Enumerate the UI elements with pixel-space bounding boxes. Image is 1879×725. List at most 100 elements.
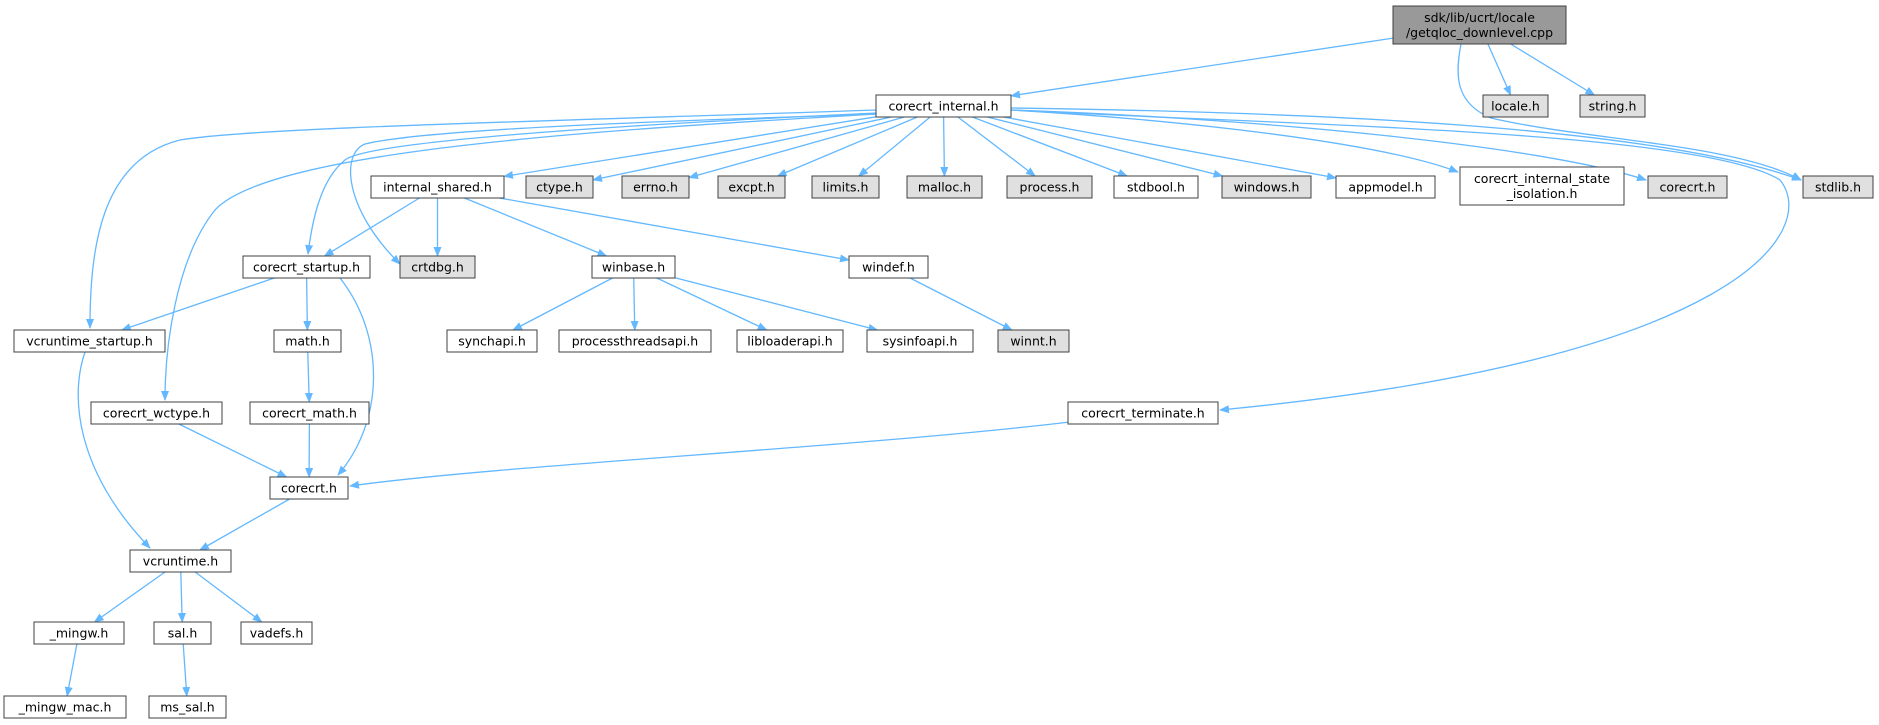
node-sysinfoapi[interactable]: sysinfoapi.h (866, 329, 974, 353)
node-box (370, 175, 505, 199)
edge-corecrt-internal-to-corecrt-wctype (161, 113, 878, 401)
node-box (446, 329, 538, 353)
node-mingw-mac[interactable]: _mingw_mac.h (3, 695, 127, 719)
edge-root-to-stdlib (1457, 43, 1802, 181)
node-box (717, 175, 786, 199)
node-box (591, 255, 676, 279)
node-sal[interactable]: sal.h (153, 621, 212, 645)
node-corecrt-wctype[interactable]: corecrt_wctype.h (90, 401, 223, 425)
node-box (848, 255, 929, 279)
node-box (1067, 401, 1219, 425)
node-limits[interactable]: limits.h (811, 175, 880, 199)
node-winbase[interactable]: winbase.h (591, 255, 676, 279)
node-box (399, 255, 476, 279)
edge-corecrt-startup-to-vcruntime-startup (120, 277, 275, 331)
node-vadefs[interactable]: vadefs.h (240, 621, 313, 645)
edge-vcruntime-to-mingw (93, 571, 166, 623)
edges-layer (64, 37, 1802, 697)
node-corecrt-math[interactable]: corecrt_math.h (249, 401, 370, 425)
node-label: corecrt.h (281, 481, 337, 496)
node-label: sdk/lib/ucrt/locale (1424, 10, 1535, 25)
node-synchapi[interactable]: synchapi.h (446, 329, 538, 353)
node-stdlib[interactable]: stdlib.h (1802, 175, 1874, 199)
node-internal-shared[interactable]: internal_shared.h (370, 175, 505, 199)
node-label: crtdbg.h (411, 260, 464, 275)
node-stdbool[interactable]: stdbool.h (1113, 175, 1199, 199)
node-label: processthreadsapi.h (572, 334, 698, 349)
node-corecrt-internal[interactable]: corecrt_internal.h (875, 94, 1012, 118)
edge-root-to-locale (1487, 43, 1512, 96)
edge-sal-to-ms-sal (182, 643, 191, 697)
node-vcruntime-startup[interactable]: vcruntime_startup.h (13, 329, 166, 353)
node-box (148, 695, 227, 719)
node-corecrt-internal-state[interactable]: corecrt_internal_state_isolation.h (1459, 166, 1625, 206)
node-label: corecrt_wctype.h (103, 406, 210, 421)
node-label: internal_shared.h (383, 180, 492, 195)
node-mingw[interactable]: _mingw.h (33, 621, 125, 645)
node-box (90, 401, 223, 425)
edge-corecrt-internal-to-errno (688, 116, 905, 180)
node-crtdbg[interactable]: crtdbg.h (399, 255, 476, 279)
node-errno[interactable]: errno.h (621, 175, 690, 199)
node-label: winbase.h (602, 260, 665, 275)
edge-corecrt-internal-to-corecrt-internal-state (1010, 109, 1459, 173)
node-vcruntime[interactable]: vcruntime.h (129, 549, 232, 573)
node-label: limits.h (823, 180, 869, 195)
node-ms-sal[interactable]: ms_sal.h (148, 695, 227, 719)
node-label: ms_sal.h (160, 700, 214, 715)
node-windef[interactable]: windef.h (848, 255, 929, 279)
node-label: vadefs.h (250, 626, 304, 641)
node-corecrt-ext[interactable]: corecrt.h (1647, 175, 1728, 199)
node-label: corecrt_startup.h (253, 260, 360, 275)
node-label: windef.h (862, 260, 915, 275)
node-processthreadsapi[interactable]: processthreadsapi.h (558, 329, 712, 353)
node-label: _isolation.h (1506, 186, 1578, 201)
edge-corecrt-internal-to-stdlib (1010, 107, 1802, 181)
node-label: locale.h (1491, 99, 1540, 114)
node-ctype[interactable]: ctype.h (525, 175, 594, 199)
edge-mingw-to-mingw-mac (64, 643, 78, 697)
node-appmodel[interactable]: appmodel.h (1335, 175, 1436, 199)
node-locale[interactable]: locale.h (1482, 94, 1549, 118)
node-malloc[interactable]: malloc.h (906, 175, 983, 199)
node-winnt[interactable]: winnt.h (997, 329, 1070, 353)
edge-winbase-to-synchapi (512, 277, 613, 331)
edge-corecrt-internal-to-appmodel (1003, 116, 1337, 181)
edge-math-to-corecrt-math (304, 351, 313, 403)
node-box (1579, 94, 1646, 118)
node-box (1459, 166, 1625, 206)
node-libloaderapi[interactable]: libloaderapi.h (736, 329, 844, 353)
node-corecrt[interactable]: corecrt.h (269, 476, 349, 500)
edge-corecrt-wctype-to-corecrt (178, 423, 288, 478)
node-label: vcruntime.h (143, 554, 218, 569)
node-label: vcruntime_startup.h (26, 334, 153, 349)
node-label: synchapi.h (458, 334, 526, 349)
node-string[interactable]: string.h (1579, 94, 1646, 118)
node-label: libloaderapi.h (747, 334, 832, 349)
node-label: malloc.h (918, 180, 971, 195)
node-box (558, 329, 712, 353)
node-box (1802, 175, 1874, 199)
node-box (1392, 5, 1567, 45)
node-label: corecrt_internal_state (1474, 171, 1610, 186)
node-process[interactable]: process.h (1006, 175, 1093, 199)
node-label: errno.h (633, 180, 678, 195)
edge-corecrt-internal-to-crtdbg (349, 113, 879, 265)
node-label: corecrt_internal.h (888, 99, 998, 114)
edge-corecrt-startup-to-math (303, 277, 312, 331)
node-corecrt-terminate[interactable]: corecrt_terminate.h (1067, 401, 1219, 425)
node-corecrt-startup[interactable]: corecrt_startup.h (242, 255, 371, 279)
node-excpt[interactable]: excpt.h (717, 175, 786, 199)
node-label: corecrt_math.h (262, 406, 357, 421)
node-windows[interactable]: windows.h (1221, 175, 1312, 199)
node-math[interactable]: math.h (273, 329, 342, 353)
node-box (1335, 175, 1436, 199)
node-root[interactable]: sdk/lib/ucrt/locale/getqloc_downlevel.cp… (1392, 5, 1567, 45)
node-label: corecrt.h (1660, 180, 1716, 195)
edge-corecrt-internal-to-corecrt-terminate (1010, 109, 1790, 414)
edge-corecrt-internal-to-corecrt-startup (305, 112, 878, 255)
edge-internal-shared-to-windef (499, 197, 850, 263)
node-box (1221, 175, 1312, 199)
node-box (242, 255, 371, 279)
